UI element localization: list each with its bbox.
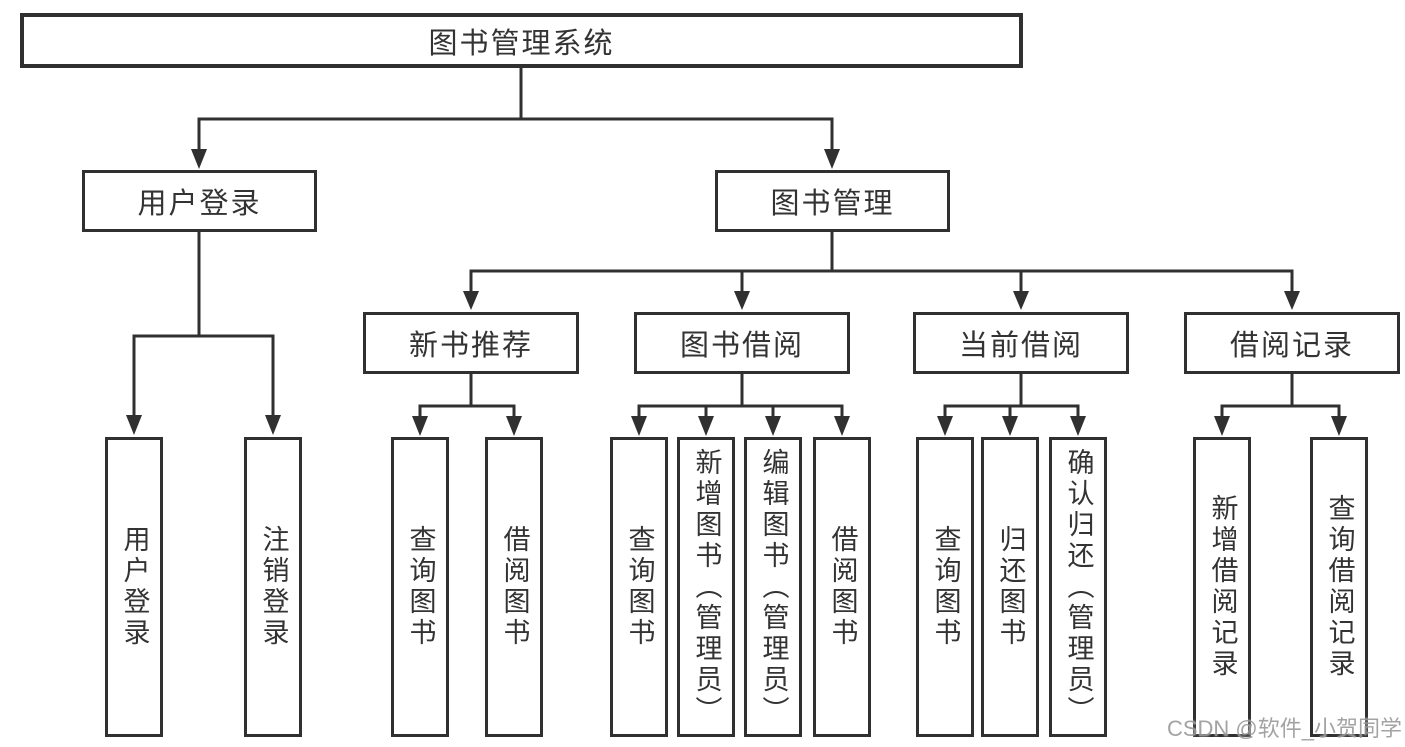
node-br-add-record-label: 新增借阅记录 <box>1207 494 1238 680</box>
node-new-book-recommend-label: 新书推荐 <box>408 330 533 362</box>
node-nb-borrow-book-label: 借阅图书 <box>499 525 530 649</box>
node-bb-add-book-admin-label: 新增图书（管理员） <box>691 447 722 727</box>
node-root-label: 图书管理系统 <box>428 27 615 60</box>
node-cb-query-book-label: 查询图书 <box>930 525 961 649</box>
node-leaf-logout: 注销登录 <box>244 437 302 737</box>
node-bb-borrow-book: 借阅图书 <box>813 437 871 737</box>
node-bb-edit-book-admin-label: 编辑图书（管理员） <box>758 447 789 727</box>
node-nb-borrow-book: 借阅图书 <box>485 437 543 737</box>
node-book-borrow: 图书借阅 <box>634 312 850 374</box>
node-leaf-user-login-label: 用户登录 <box>119 525 150 649</box>
node-current-borrow-label: 当前借阅 <box>958 330 1083 362</box>
node-cb-return-book: 归还图书 <box>981 437 1039 737</box>
node-bb-edit-book-admin: 编辑图书（管理员） <box>744 437 802 737</box>
node-nb-query-book-label: 查询图书 <box>405 525 436 649</box>
node-cb-confirm-return-admin-label: 确认归还（管理员） <box>1063 447 1094 727</box>
node-bb-query-book-label: 查询图书 <box>624 525 655 649</box>
node-root: 图书管理系统 <box>20 13 1023 68</box>
node-br-query-record-label: 查询借阅记录 <box>1324 494 1355 680</box>
node-nb-query-book: 查询图书 <box>391 437 449 737</box>
node-book-management: 图书管理 <box>715 170 950 232</box>
csdn-watermark: CSDN @软件_小贺同学 <box>1166 716 1402 741</box>
node-user-login-branch-label: 用户登录 <box>137 188 262 220</box>
node-current-borrow: 当前借阅 <box>913 312 1129 374</box>
node-borrow-record: 借阅记录 <box>1184 312 1400 374</box>
node-br-add-record: 新增借阅记录 <box>1193 437 1251 737</box>
node-bb-borrow-book-label: 借阅图书 <box>827 525 858 649</box>
node-cb-confirm-return-admin: 确认归还（管理员） <box>1049 437 1107 737</box>
node-borrow-record-label: 借阅记录 <box>1229 330 1354 362</box>
node-leaf-user-login: 用户登录 <box>105 437 163 737</box>
node-cb-query-book: 查询图书 <box>916 437 974 737</box>
node-leaf-logout-label: 注销登录 <box>258 525 289 649</box>
node-book-management-label: 图书管理 <box>770 188 895 220</box>
node-br-query-record: 查询借阅记录 <box>1310 437 1368 737</box>
node-book-borrow-label: 图书借阅 <box>679 330 804 362</box>
node-new-book-recommend: 新书推荐 <box>363 312 579 374</box>
node-bb-query-book: 查询图书 <box>610 437 668 737</box>
node-bb-add-book-admin: 新增图书（管理员） <box>677 437 735 737</box>
node-user-login-branch: 用户登录 <box>82 170 317 232</box>
node-cb-return-book-label: 归还图书 <box>995 525 1026 649</box>
